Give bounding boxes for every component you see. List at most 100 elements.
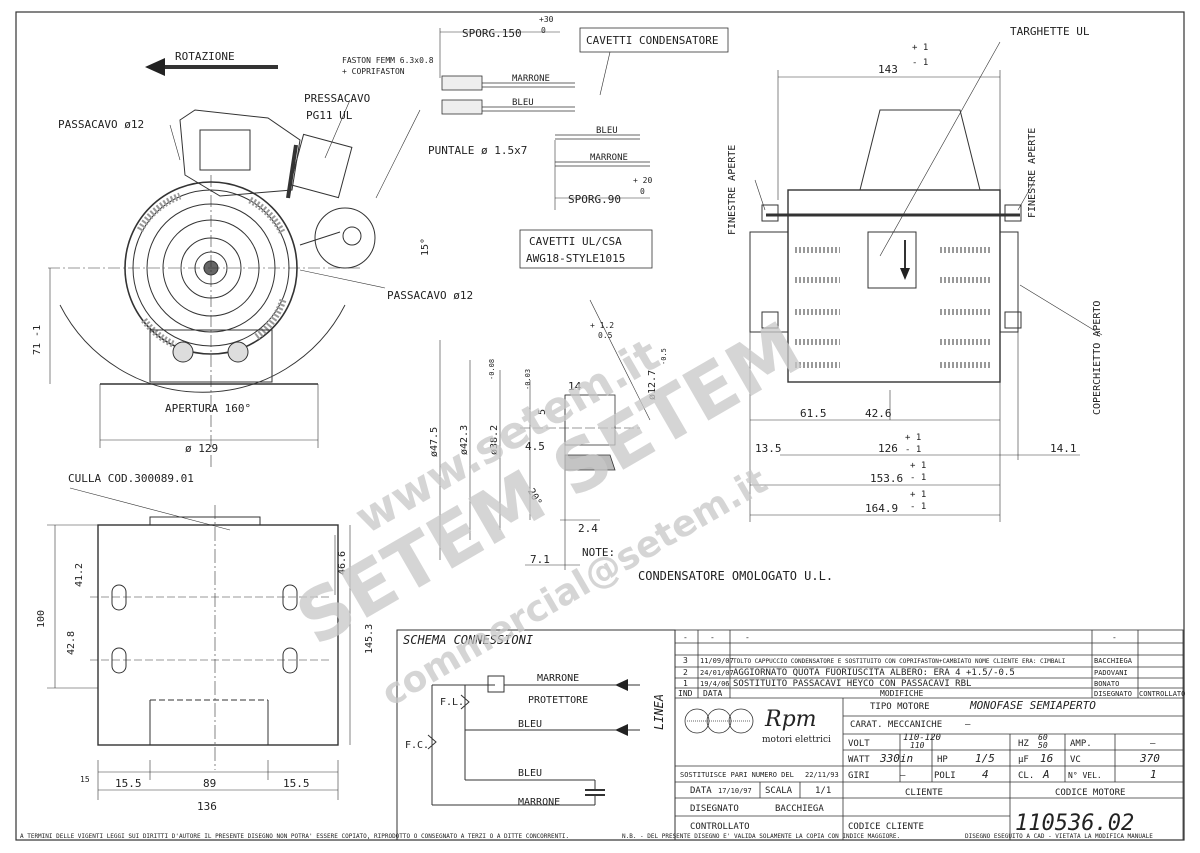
label-d143: 143 <box>878 63 898 76</box>
hp-label: HP <box>937 755 948 765</box>
hz-value: 60 <box>1038 733 1048 742</box>
label-d7-1: 7.1 <box>530 553 550 566</box>
label-d126-tol-up: + 1 <box>905 433 921 443</box>
label-d47-5: ø47.5 <box>429 427 440 457</box>
label-d14-1: 14.1 <box>1050 442 1077 455</box>
vc-label: VC <box>1070 755 1081 765</box>
cl-value: A <box>1042 768 1050 781</box>
titleblock-grid <box>674 629 1184 841</box>
label-d89: 89 <box>203 777 216 790</box>
label-marrone-2: MARRONE <box>590 153 628 163</box>
rev-0-ind: - <box>683 633 688 642</box>
label-d42-3: ø42.3 <box>459 425 470 455</box>
label-d42-3-tol: -0.08 <box>488 359 496 380</box>
data-value: 17/10/97 <box>718 787 752 795</box>
rev-1-ind: 3 <box>683 656 688 665</box>
volt-label: VOLT <box>848 739 870 749</box>
label-d47-tol: + 1.2 <box>590 321 614 330</box>
volt-value: 110-120 <box>903 733 941 743</box>
carat-value: — <box>965 720 971 730</box>
side-view <box>749 41 1103 522</box>
brand-name: Rpm <box>764 707 817 732</box>
codice-cliente-label: CODICE CLIENTE <box>848 822 924 832</box>
label-d153-tol-down: - 1 <box>910 473 926 483</box>
label-d42-8: 42.8 <box>66 631 77 655</box>
schema-title: SCHEMA CONNESSIONI <box>403 633 533 647</box>
rev-3-ind: 1 <box>683 679 688 688</box>
nvel-value: 1 <box>1150 768 1157 781</box>
label-d61-5: 61.5 <box>800 407 827 420</box>
label-pressacavo: PRESSACAVO <box>304 92 370 105</box>
rev-1-date: 11/09/07 <box>700 657 734 665</box>
label-d100: 100 <box>36 610 47 628</box>
cables-detail <box>439 27 729 269</box>
label-note-text: CONDENSATORE OMOLOGATO U.L. <box>638 569 833 583</box>
label-d153-6: 153.6 <box>870 472 903 485</box>
label-d164-tol-down: - 1 <box>910 502 926 512</box>
label-pressacavo-spec: PG11 UL <box>306 109 353 122</box>
label-d126-tol-down: - 1 <box>905 445 921 455</box>
label-d164-9: 164.9 <box>865 502 898 515</box>
sostituisce-label: SOSTITUISCE PARI NUMERO DEL <box>680 771 794 779</box>
rev-0-date: - <box>710 633 715 642</box>
label-d15-5b: 15.5 <box>283 777 310 790</box>
label-d164-tol-up: + 1 <box>910 490 926 500</box>
uf-value: 16 <box>1040 752 1054 765</box>
uf-label: µF <box>1018 755 1029 765</box>
label-d12-7: ø12.7 <box>647 370 658 400</box>
watermark: www.setem.it SETEM SETEM commercial@sete… <box>283 305 816 714</box>
label-note: NOTE: <box>582 546 615 559</box>
label-angle15: 15° <box>420 238 431 256</box>
rev-header-modifiche: MODIFICHE <box>880 689 924 698</box>
amp-value: — <box>1150 739 1156 749</box>
footer-mid: N.B. - DEL PRESENTE DISEGNO E' VALIDA SO… <box>622 833 900 840</box>
drawing-text: ROTAZIONE PASSACAVO ø12 PRESSACAVO PG11 … <box>32 15 1103 813</box>
label-puntale: PUNTALE ø 1.5x7 <box>428 144 527 157</box>
label-finestre-left: FINESTRE APERTE <box>727 145 738 235</box>
rev-2-by: PADOVANI <box>1094 669 1128 677</box>
rev-3-date: 19/4/06 <box>700 680 730 688</box>
label-d41-2: 41.2 <box>74 563 85 587</box>
volt-value2: 110 <box>910 741 925 750</box>
rev-header-controllato: CONTROLLATO <box>1139 690 1185 698</box>
rev-3-by: BONATO <box>1094 680 1119 688</box>
label-d143-tol-down: - 1 <box>912 58 928 68</box>
label-passacavo-top: PASSACAVO ø12 <box>58 118 144 131</box>
schema-fc: F.C. <box>405 740 429 751</box>
label-bleu-2: BLEU <box>596 126 618 136</box>
schema-marrone-low: MARRONE <box>518 797 560 808</box>
culla-view <box>47 487 351 800</box>
label-d2-4: 2.4 <box>578 522 598 535</box>
disegnato-value: BACCHIEGA <box>775 804 824 814</box>
schema-marrone-top: MARRONE <box>537 673 579 684</box>
rev-1-text: TOLTO CAPPUCCIO CONDENSATORE E SOSTITUIT… <box>733 658 1066 665</box>
footer: A TERMINI DELLE VIGENTI LEGGI SUI DIRITT… <box>20 833 1153 840</box>
amp-label: AMP. <box>1070 739 1092 749</box>
label-d126: 126 <box>878 442 898 455</box>
watt-value: 330in <box>879 752 913 765</box>
vc-value: 370 <box>1139 752 1160 765</box>
label-fastons: FASTON FEMM 6.3x0.8 <box>342 56 434 65</box>
rev-0-by: - <box>1112 633 1117 642</box>
disegnato-label: DISEGNATO <box>690 804 739 814</box>
scala-label: SCALA <box>765 786 793 796</box>
schema-text: SCHEMA CONNESSIONI MARRONE PROTETTORE BL… <box>403 633 666 808</box>
label-d136: 136 <box>197 800 217 813</box>
revisions-table: - - - - 3 11/09/07 TOLTO CAPPUCCIO CONDE… <box>678 633 1185 698</box>
hz-value2: 50 <box>1038 741 1048 750</box>
rotation-label: ROTAZIONE <box>175 50 235 63</box>
rev-0-text: - <box>745 633 750 642</box>
rev-header-disegnato: DISEGNATO <box>1094 690 1132 698</box>
schema-fl: F.L. <box>440 697 464 708</box>
label-passacavo-bottom: PASSACAVO ø12 <box>387 289 473 302</box>
label-d46-6: 46.6 <box>337 551 348 575</box>
rev-header-ind: IND <box>678 689 693 698</box>
codice-motore-label: CODICE MOTORE <box>1055 788 1125 798</box>
rev-2-text: AGGIORNATO QUOTA FUORIUSCITA ALBERO: ERA… <box>733 668 1015 678</box>
rev-header-data: DATA <box>703 689 722 698</box>
nvel-label: N° VEL. <box>1068 771 1102 780</box>
label-awg: AWG18-STYLE1015 <box>526 252 625 265</box>
rev-2-ind: 2 <box>683 668 688 677</box>
label-d15-5a: 15.5 <box>115 777 142 790</box>
